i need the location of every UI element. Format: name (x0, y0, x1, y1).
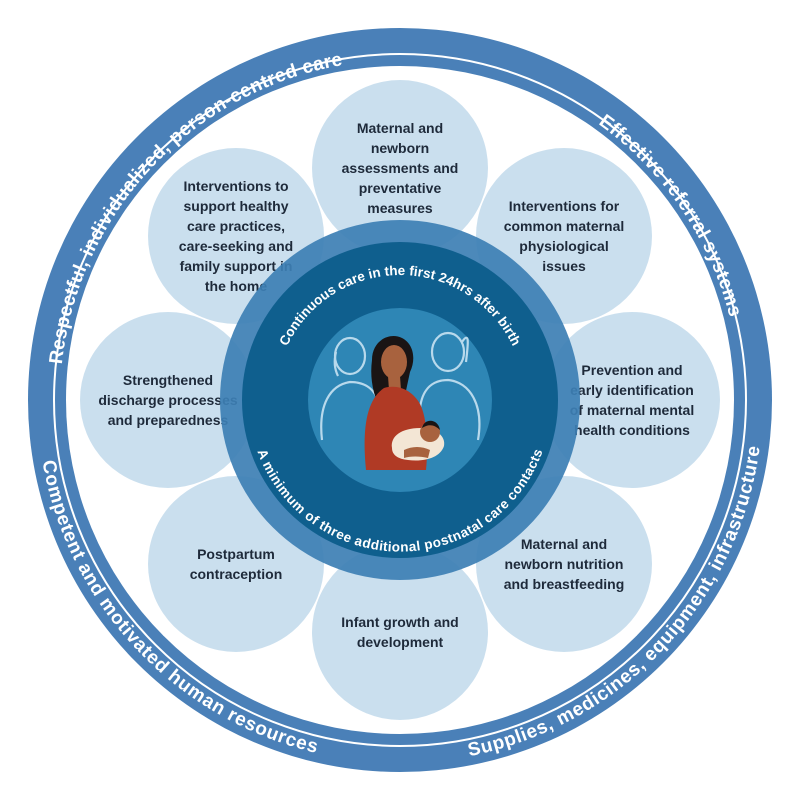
petal-label-line: Prevention and (581, 362, 682, 378)
petal-label-line: issues (542, 258, 586, 274)
petal-label-infant-growth: Infant growth and development (341, 614, 458, 650)
petal-label-line: health conditions (574, 422, 690, 438)
petal-label-line: assessments and (342, 160, 459, 176)
petal-label-line: common maternal (504, 218, 625, 234)
petal-label-line: newborn nutrition (505, 556, 624, 572)
petal-label-line: care-seeking and (179, 238, 293, 254)
petal-label-line: Maternal and (521, 536, 607, 552)
petal-label-discharge: Strengthened discharge processes and prepa… (98, 372, 238, 428)
petal-label-nutrition: Maternal and newborn nutrition and breastf… (504, 536, 625, 592)
petal-label-physiological-issues: Interventions for common maternal physiolo… (504, 198, 625, 274)
petal-label-line: support healthy (183, 198, 288, 214)
petal-discharge (80, 312, 256, 488)
petal-label-home-support: Interventions to support healthy care prac… (179, 178, 293, 294)
petal-assessments (312, 80, 488, 256)
petal-label-line: Strengthened (123, 372, 213, 388)
petal-label-line: the home (205, 278, 267, 294)
petal-label-line: and breastfeeding (504, 576, 625, 592)
petal-label-line: of maternal mental (570, 402, 694, 418)
petal-mental-health (544, 312, 720, 488)
petal-label-line: Interventions for (509, 198, 620, 214)
petal-label-line: newborn (371, 140, 429, 156)
petal-label-line: preventative (359, 180, 442, 196)
petal-label-line: care practices, (187, 218, 285, 234)
petal-label-assessments: Maternal and newborn assessments and preven… (342, 120, 459, 216)
petal-label-line: Postpartum (197, 546, 275, 562)
petal-label-line: contraception (190, 566, 283, 582)
petal-label-contraception: Postpartum contraception (190, 546, 283, 582)
petal-label-line: and preparedness (108, 412, 229, 428)
petal-label-line: Infant growth and (341, 614, 458, 630)
petal-label-line: Interventions to (183, 178, 288, 194)
petal-label-line: Maternal and (357, 120, 443, 136)
petal-label-mental-health: Prevention and early identification of mat… (570, 362, 694, 438)
mother-holding-newborn-icon (308, 308, 492, 492)
petal-label-line: family support in (180, 258, 293, 274)
petal-group: Maternal and newborn assessments and preven… (80, 80, 720, 720)
petal-infant-growth (312, 544, 488, 720)
petal-label-line: development (357, 634, 444, 650)
petal-label-line: measures (367, 200, 433, 216)
petal-label-line: discharge processes (98, 392, 238, 408)
ring-divider-line (53, 53, 747, 747)
petal-label-line: early identification (570, 382, 694, 398)
petal-label-line: physiological (519, 238, 608, 254)
family-support-figures-icon (320, 331, 481, 441)
